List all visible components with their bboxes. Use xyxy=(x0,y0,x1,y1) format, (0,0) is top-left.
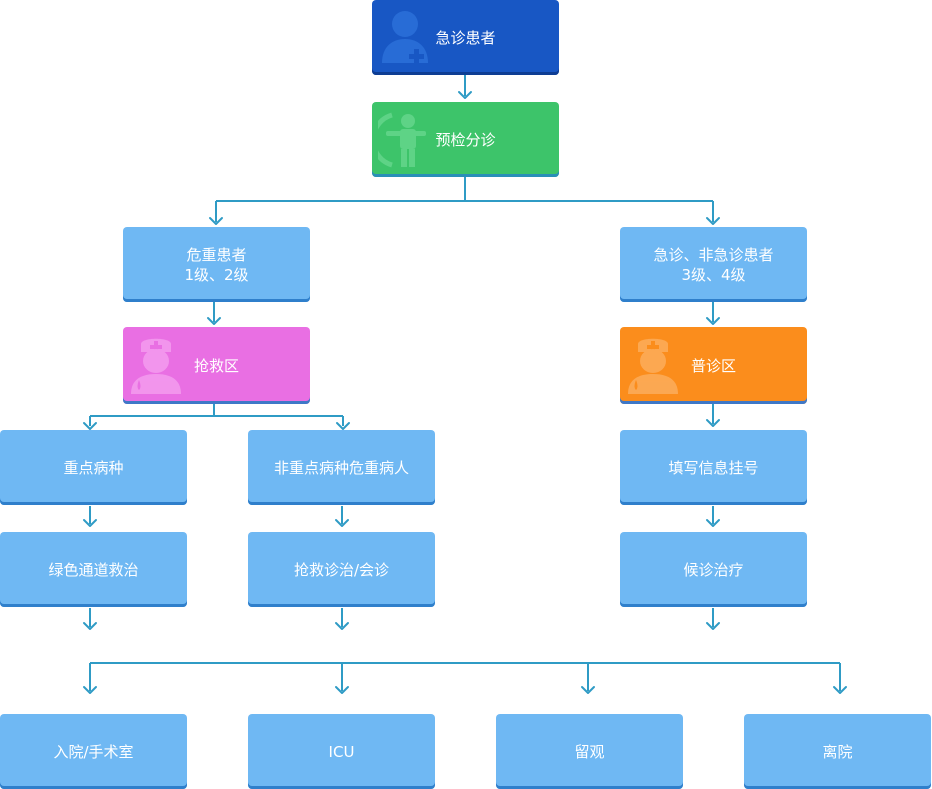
arrowhead xyxy=(706,519,720,527)
node-label: ICU xyxy=(328,742,355,761)
node-clinic-area: 普诊区 xyxy=(620,327,807,404)
node-key-disease: 重点病种 xyxy=(0,430,187,505)
link-triage-branches xyxy=(215,177,714,222)
arrowhead xyxy=(833,686,847,694)
link-rescue-branches xyxy=(89,404,344,426)
person-icon xyxy=(382,11,428,64)
arrowhead xyxy=(706,317,720,325)
node-label: 离院 xyxy=(822,742,853,761)
node-label: 绿色通道救治 xyxy=(48,560,139,579)
node-critical-patients: 危重患者 1级、2级 xyxy=(123,227,310,302)
arrowhead xyxy=(83,519,97,527)
node-register: 填写信息挂号 xyxy=(620,430,807,505)
arrowhead xyxy=(706,622,720,630)
node-emergency-patient: 急诊患者 xyxy=(372,0,559,75)
nurse-icon xyxy=(131,338,181,394)
node-observation: 留观 xyxy=(496,714,683,789)
arrowhead xyxy=(335,686,349,694)
node-label: 填写信息挂号 xyxy=(668,458,759,477)
node-label-line2: 1级、2级 xyxy=(184,265,249,284)
arrowhead xyxy=(83,622,97,630)
arrowhead xyxy=(458,91,472,99)
node-non-key-critical: 非重点病种危重病人 xyxy=(248,430,435,505)
node-label: 入院/手术室 xyxy=(53,742,134,761)
node-green-channel: 绿色通道救治 xyxy=(0,532,187,607)
arrowhead xyxy=(207,317,221,325)
node-icu: ICU xyxy=(248,714,435,789)
arrowhead xyxy=(83,422,97,430)
node-admission: 入院/手术室 xyxy=(0,714,187,789)
child-measure-icon xyxy=(378,112,426,168)
arrowhead xyxy=(335,519,349,527)
node-triage: 预检分诊 xyxy=(372,102,559,177)
node-waiting-treatment: 候诊治疗 xyxy=(620,532,807,607)
nurse-icon xyxy=(628,338,678,394)
node-general-patients: 急诊、非急诊患者 3级、4级 xyxy=(620,227,807,302)
arrowhead xyxy=(209,217,223,225)
node-label-line1: 急诊、非急诊患者 xyxy=(653,245,774,264)
node-label-line1: 危重患者 xyxy=(186,245,247,264)
node-label: 急诊患者 xyxy=(435,28,496,47)
node-label-line2: 3级、4级 xyxy=(681,265,746,284)
arrowhead xyxy=(336,422,350,430)
arrowhead xyxy=(706,419,720,427)
node-label: 非重点病种危重病人 xyxy=(273,458,409,477)
node-label: 候诊治疗 xyxy=(683,560,744,579)
link-outcome-bus xyxy=(89,662,841,691)
arrowhead xyxy=(706,217,720,225)
node-label: 抢救区 xyxy=(193,356,239,375)
arrowhead xyxy=(581,686,595,694)
node-rescue-consult: 抢救诊治/会诊 xyxy=(248,532,435,607)
arrowhead xyxy=(83,686,97,694)
node-label: 预检分诊 xyxy=(435,130,496,149)
node-discharge: 离院 xyxy=(744,714,931,789)
node-rescue-area: 抢救区 xyxy=(123,327,310,404)
node-label: 重点病种 xyxy=(63,458,124,477)
node-label: 普诊区 xyxy=(690,356,736,375)
arrowhead xyxy=(335,622,349,630)
node-label: 抢救诊治/会诊 xyxy=(293,560,390,579)
node-label: 留观 xyxy=(574,742,605,761)
